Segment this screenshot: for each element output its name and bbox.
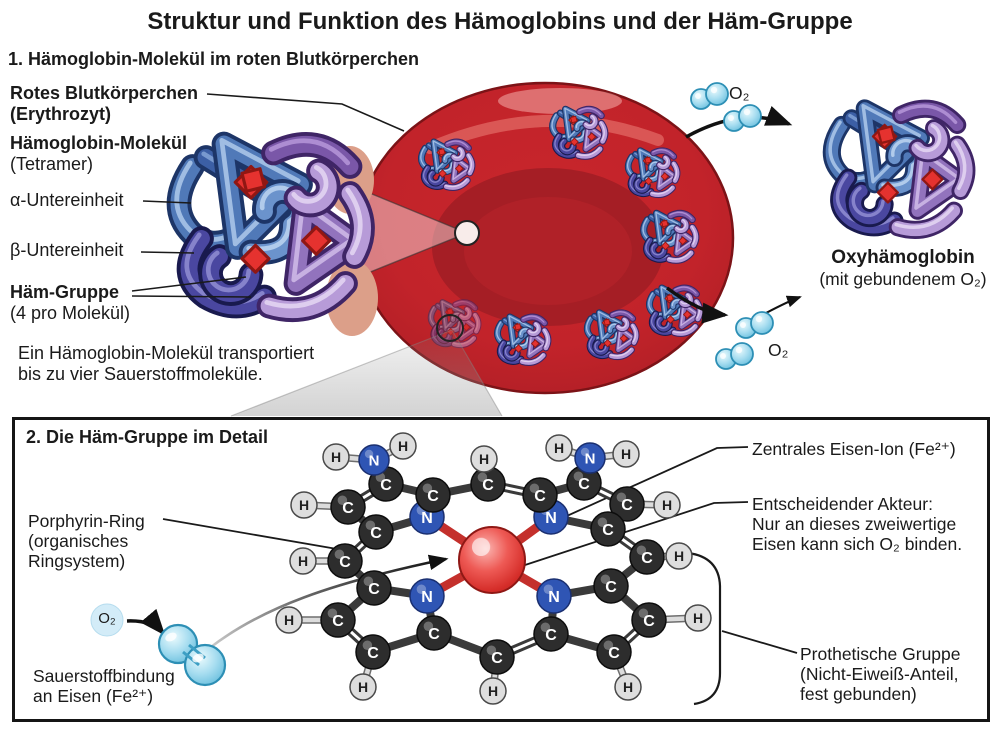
label-rbc-title: Rotes Blutkörperchen <box>10 83 199 103</box>
label-heme-group: Häm-Gruppe (4 pro Molekül) <box>10 282 130 323</box>
label-heme-title: Häm-Gruppe <box>10 282 120 302</box>
prosthetic-line3: fest gebunden) <box>800 684 917 705</box>
hemoglobin-molecules-in-cell <box>421 108 700 362</box>
oxy-sub: (mit gebundenem O₂) <box>819 268 987 289</box>
actor-line1: Entscheidender Akteur: <box>752 494 933 514</box>
label-beta-subunit: β-Untereinheit <box>10 240 124 260</box>
label-hb-sub: (Tetramer) <box>10 153 94 174</box>
oxyhemoglobin-molecule <box>830 106 966 230</box>
label-prosthetic-group: Prothetische Gruppe (Nicht-Eiweiß-Anteil… <box>800 644 961 704</box>
binding-line2: an Eisen (Fe²⁺) <box>33 686 154 707</box>
label-hb: Hämoglobin-Molekül (Tetramer) <box>10 133 187 174</box>
porphyrin-line3: Ringsystem) <box>28 551 126 572</box>
red-blood-cell <box>355 81 735 395</box>
section1-heading: 1. Hämoglobin-Molekül im roten Blutkörpe… <box>8 49 420 69</box>
label-alpha-subunit: α-Untereinheit <box>10 190 124 210</box>
o2-label-bottom: O₂ <box>768 340 789 360</box>
label-heme-sub: (4 pro Molekül) <box>10 302 131 323</box>
o2-label-top: O₂ <box>729 83 750 103</box>
hemoglobin-molecule-large <box>177 140 378 336</box>
actor-line3: Eisen kann sich O₂ binden. <box>752 534 963 555</box>
porphyrin-line1: Porphyrin-Ring <box>28 511 145 531</box>
prosthetic-line1: Prothetische Gruppe <box>800 644 961 664</box>
note-line1: Ein Hämoglobin-Molekül transportiert <box>18 343 315 363</box>
note-transport: Ein Hämoglobin-Molekül transportiert bis… <box>18 343 314 384</box>
leader-lines-section1 <box>131 93 405 298</box>
oxy-title: Oxyhämoglobin <box>831 247 975 268</box>
label-rbc: Rotes Blutkörperchen (Erythrozyt) <box>10 83 198 124</box>
label-rbc-sub: (Erythrozyt) <box>10 103 112 124</box>
label-hb-title: Hämoglobin-Molekül <box>10 133 187 153</box>
oxygen-arrows <box>665 106 802 324</box>
actor-line2: Nur an dieses zweiwertige <box>752 514 957 535</box>
label-porphyrin: Porphyrin-Ring (organisches Ringsystem) <box>28 511 145 571</box>
binding-line1: Sauerstoffbindung <box>33 666 175 686</box>
zoom-source-circle-2 <box>436 314 464 342</box>
o2-bubble-label: O₂ <box>98 610 116 627</box>
o2-molecules-section1 <box>690 82 774 370</box>
label-oxygen-binding: Sauerstoffbindung an Eisen (Fe²⁺) <box>33 666 175 706</box>
section2-heading: 2. Die Häm-Gruppe im Detail <box>26 427 269 447</box>
zoom-wedge-molecule <box>357 111 468 353</box>
zoom-source-circle-1 <box>454 220 480 246</box>
page-title: Struktur und Funktion des Hämoglobins un… <box>147 8 853 35</box>
porphyrin-line2: (organisches <box>28 531 129 552</box>
label-oxyhemoglobin: Oxyhämoglobin (mit gebundenem O₂) <box>808 247 998 289</box>
label-key-actor: Entscheidender Akteur: Nur an dieses zwe… <box>752 494 962 554</box>
prosthetic-line2: (Nicht-Eiweiß-Anteil, <box>800 664 959 685</box>
note-line2: bis zu vier Sauerstoffmoleküle. <box>18 363 263 384</box>
label-iron-ion: Zentrales Eisen-Ion (Fe²⁺) <box>752 439 956 459</box>
